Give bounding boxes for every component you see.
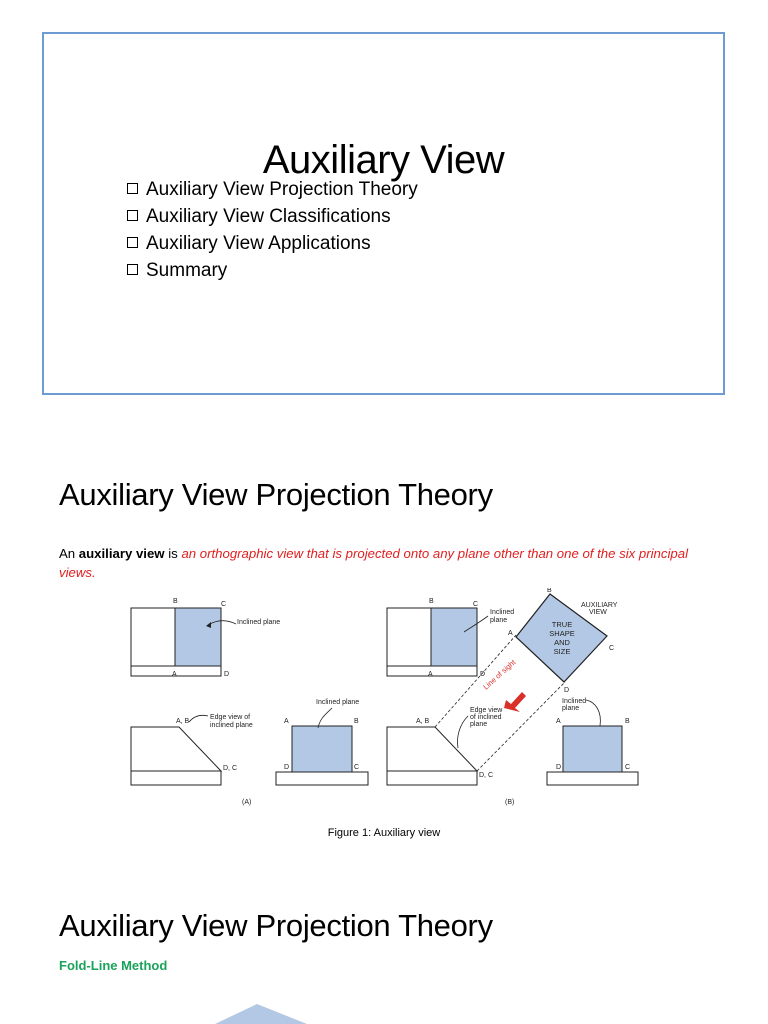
label-edge-view-1: Edge view of	[210, 714, 250, 721]
checkbox-icon	[127, 210, 138, 221]
label-c-b: C	[473, 601, 478, 608]
label-true: TRUE	[552, 620, 572, 629]
label-a-aux: A	[508, 630, 513, 637]
label-inclined-plane-side: Inclined plane	[316, 699, 359, 706]
label-inclined-b: Inclined	[490, 609, 514, 616]
label-c: C	[221, 601, 226, 608]
label-plane-side-b: plane	[562, 705, 579, 712]
label-b-b: B	[429, 598, 434, 605]
label-d-side-b: D	[556, 764, 561, 771]
label-a-side-b: A	[556, 718, 561, 725]
label-inclined-side-b: Inclined	[562, 698, 586, 705]
label-ab-b: A, B	[416, 718, 430, 725]
label-c-side: C	[354, 764, 359, 771]
list-item-label: Auxiliary View Classifications	[146, 206, 391, 227]
section-heading-2: Auxiliary View Projection Theory	[59, 908, 493, 943]
side-view-face	[291, 725, 353, 773]
label-ab: A, B	[176, 718, 190, 725]
auxiliary-view-figure: B C A D Inclined plane A, B D, C Edge vi…	[130, 588, 639, 806]
diagram-preview-shape	[215, 1004, 307, 1024]
checkbox-icon	[127, 237, 138, 248]
list-item-label: Auxiliary View Projection Theory	[146, 179, 418, 200]
label-shape: SHAPE	[549, 629, 574, 638]
inclined-plane-face	[174, 607, 222, 667]
label-edge-b2: of inclined	[470, 714, 502, 721]
label-plane-b: plane	[490, 617, 507, 624]
label-d: D	[224, 671, 229, 678]
slide-title: Auxiliary View	[262, 138, 505, 182]
section-heading: Auxiliary View Projection Theory	[59, 477, 493, 512]
label-view: VIEW	[589, 609, 607, 616]
label-size: SIZE	[554, 647, 571, 656]
list-item: Auxiliary View Applications	[127, 230, 418, 257]
label-inclined-plane: Inclined plane	[237, 619, 280, 626]
intro-term: auxiliary view	[78, 546, 165, 561]
line-of-sight-arrow	[504, 692, 526, 712]
list-item-label: Auxiliary View Applications	[146, 233, 371, 254]
label-b-aux: B	[547, 588, 552, 594]
label-a-side: A	[284, 718, 289, 725]
label-b-side-b: B	[625, 718, 630, 725]
figure-caption: Figure 1: Auxiliary view	[327, 827, 441, 839]
label-dc-b: D, C	[479, 772, 493, 779]
label-b: B	[173, 598, 178, 605]
auxiliary-view-diamond	[515, 593, 608, 683]
checkbox-icon	[127, 183, 138, 194]
list-item-label: Summary	[146, 260, 228, 281]
checkbox-icon	[127, 264, 138, 275]
label-a-b: A	[428, 671, 433, 678]
top-view-outline	[130, 726, 223, 772]
label-edge-b3: plane	[470, 721, 487, 728]
label-and: AND	[554, 638, 570, 647]
intro-mid: is	[164, 546, 182, 561]
panel-b-label: (B)	[505, 799, 514, 806]
label-b-side: B	[354, 718, 359, 725]
label-a: A	[172, 671, 177, 678]
intro-prefix: An	[59, 546, 79, 561]
label-d-aux: D	[564, 687, 569, 694]
intro-definition: an orthographic view that is projected o…	[59, 546, 689, 580]
label-edge-b1: Edge view	[470, 707, 503, 714]
label-dc: D, C	[223, 765, 237, 772]
label-c-side-b: C	[625, 764, 630, 771]
intro-paragraph: An auxiliary view is an orthographic vie…	[59, 544, 719, 582]
label-d-b: D	[480, 671, 485, 678]
fold-line-subheading: Fold-Line Method	[59, 958, 168, 973]
topic-list: Auxiliary View Projection Theory Auxilia…	[127, 176, 418, 284]
label-auxiliary: AUXILIARY	[581, 602, 618, 609]
title-slide: Auxiliary View Auxiliary View Projection…	[42, 32, 725, 395]
list-item: Summary	[127, 257, 418, 284]
label-c-aux: C	[609, 645, 614, 652]
list-item: Auxiliary View Classifications	[127, 203, 418, 230]
panel-a-label: (A)	[242, 799, 251, 806]
label-d-side: D	[284, 764, 289, 771]
list-item: Auxiliary View Projection Theory	[127, 176, 418, 203]
line-of-sight-label: Line of sight	[481, 657, 518, 691]
label-edge-view-2: inclined plane	[210, 722, 253, 729]
